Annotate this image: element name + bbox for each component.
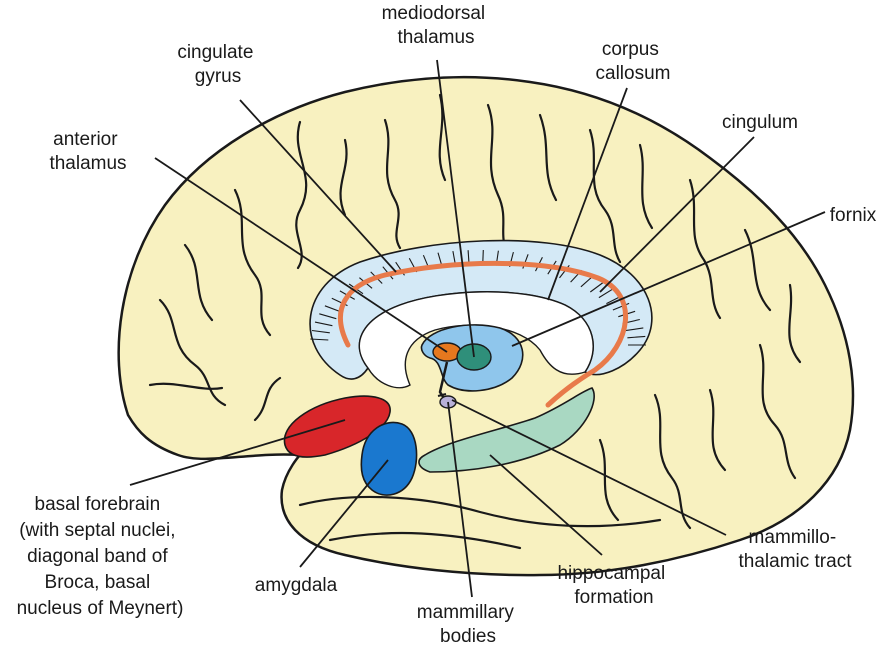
label-corpus-callosum: corpus callosum: [596, 39, 671, 84]
leader-hippocampal: [489, 454, 603, 556]
label-mammillothalamic-tract: mammillo- thalamic tract: [739, 527, 853, 572]
leader-lines: [129, 59, 826, 598]
hippocampal-formation: [418, 387, 595, 473]
cingulum-tract: [337, 260, 628, 408]
callosal-hatch: [319, 313, 337, 320]
leader-fornix: [511, 211, 826, 347]
label-mammillary-bodies: mammillary bodies: [417, 602, 519, 647]
basal-forebrain: [283, 395, 391, 458]
callosal-hatch: [598, 288, 614, 299]
callosal-hatch: [310, 338, 329, 341]
label-mediodorsal-thalamus: mediodorsal thalamus: [382, 3, 491, 48]
label-amygdala: amygdala: [255, 575, 338, 596]
leader-mammillothalamic: [451, 399, 727, 536]
label-cingulum: cingulum: [722, 112, 798, 133]
callosal-hatch: [625, 327, 644, 332]
fornix-end: [437, 393, 447, 397]
callosal-hatch: [311, 329, 330, 334]
leader-cingulum: [599, 136, 755, 293]
leader-mediodorsal: [436, 59, 475, 358]
leader-corpus: [547, 87, 628, 301]
leader-anterior: [154, 157, 448, 353]
label-fornix: fornix: [830, 205, 877, 226]
leader-basal: [129, 419, 346, 486]
leader-amygdala: [299, 459, 389, 568]
ventricle: [358, 291, 594, 389]
callosal-hatch: [589, 281, 605, 293]
label-hippocampal-formation: hippocampal formation: [557, 563, 670, 608]
callosal-hatch: [627, 335, 646, 339]
leader-mammillary: [447, 401, 473, 598]
sulci: [148, 93, 802, 550]
leader-cingulate: [239, 99, 397, 273]
callosal-hatch: [314, 321, 333, 327]
label-cingulate-gyrus: cingulate gyrus: [177, 42, 258, 87]
label-anterior-thalamus: anterior thalamus: [49, 129, 126, 174]
label-basal-forebrain: basal forebrain (with septal nuclei, dia…: [17, 494, 184, 619]
